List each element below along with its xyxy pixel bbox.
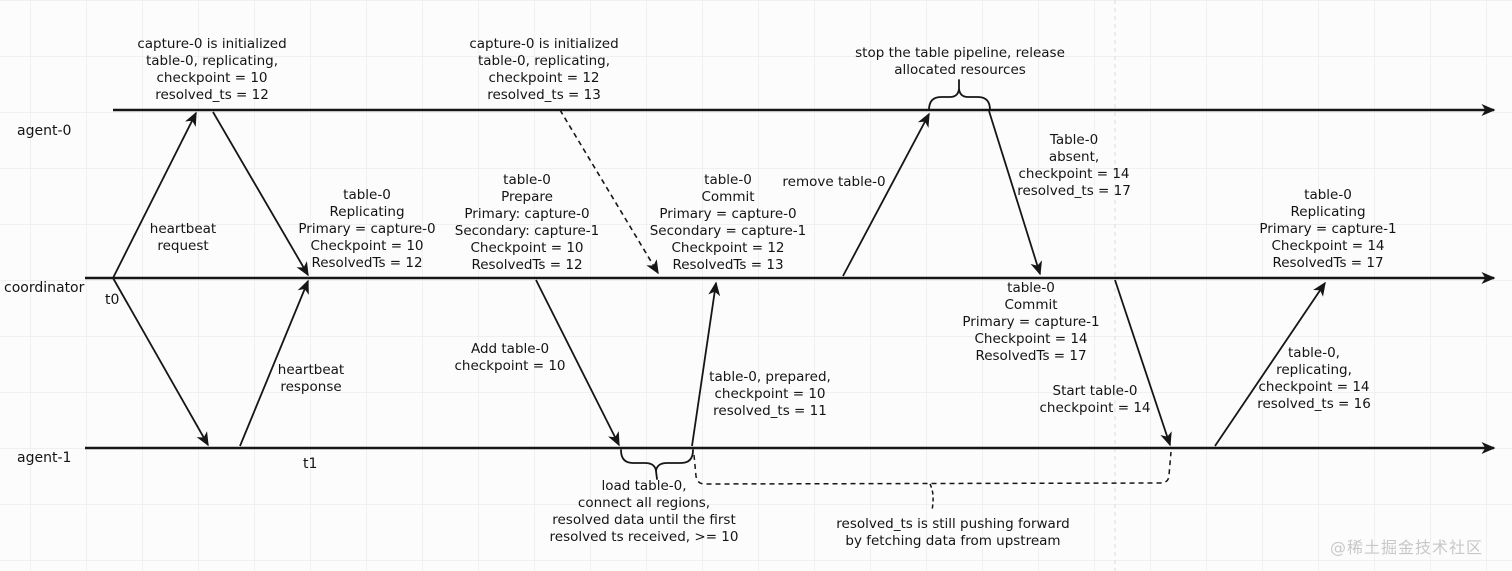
note-table0-replicating-capture1: table-0 Replicating Primary = capture-1 … [1259,187,1397,271]
note-capture0-initialized-second: capture-0 is initialized table-0, replic… [469,36,619,103]
note-table0-commit-capture1: table-0 Commit Primary = capture-1 Check… [962,280,1100,364]
brace-stop-pipeline-icon [928,88,991,111]
note-remove-table0: remove table-0 [782,174,886,190]
arrow-dashed-capture0-initialized-report [559,109,659,275]
note-table0-prepare: table-0 Prepare Primary: capture-0 Secon… [454,172,600,273]
arrow-remove-table0 [842,112,930,277]
arrow-table0-absent-report [988,110,1042,276]
note-table0-replicating-response: table-0, replicating, checkpoint = 14 re… [1257,345,1371,412]
note-heartbeat-request: heartbeat request [149,221,217,254]
label-coordinator: coordinator [4,280,85,296]
arrow-table0-prepared-response [691,281,721,447]
note-table0-absent: Table-0 absent, checkpoint = 14 resolved… [1017,132,1131,199]
note-heartbeat-response: heartbeat response [277,362,345,395]
label-agent-1: agent-1 [17,450,72,466]
note-table0-replicating-capture0: table-0 Replicating Primary = capture-0 … [298,187,436,271]
arrow-table0-replicating-response [1214,281,1326,447]
dashed-pointer-resolved-ts-icon [929,483,934,511]
brace-load-table0-stem-icon [655,470,658,480]
note-resolved-ts-pushing: resolved_ts is still pushing forward by … [836,516,1070,549]
note-table0-commit-capture0: table-0 Commit Primary = capture-0 Secon… [649,172,807,273]
note-start-table0: Start table-0 checkpoint = 14 [1039,383,1151,416]
label-t0: t0 [105,292,120,308]
note-table0-prepared: table-0, prepared, checkpoint = 10 resol… [709,369,831,419]
dashed-interval-connector [693,451,1172,485]
note-stop-pipeline: stop the table pipeline, release allocat… [855,45,1065,78]
arrow-start-table0 [1114,279,1172,447]
note-capture0-initialized-first: capture-0 is initialized table-0, replic… [137,36,287,103]
watermark: @稀土掘金技术社区 [1330,538,1484,557]
arrow-heartbeat-request-to-agent0 [112,111,197,279]
arrow-add-table0 [535,279,620,447]
arrow-heartbeat-response [239,279,309,447]
note-add-table0: Add table-0 checkpoint = 10 [454,341,566,374]
arrow-heartbeat-request-to-agent1 [112,277,209,447]
arrow-agent0-replicating-report [212,111,309,277]
note-load-table0: load table-0, connect all regions, resol… [549,478,739,545]
label-agent-0: agent-0 [17,123,72,139]
label-t1: t1 [303,456,318,472]
brace-load-table0-icon [620,449,694,472]
